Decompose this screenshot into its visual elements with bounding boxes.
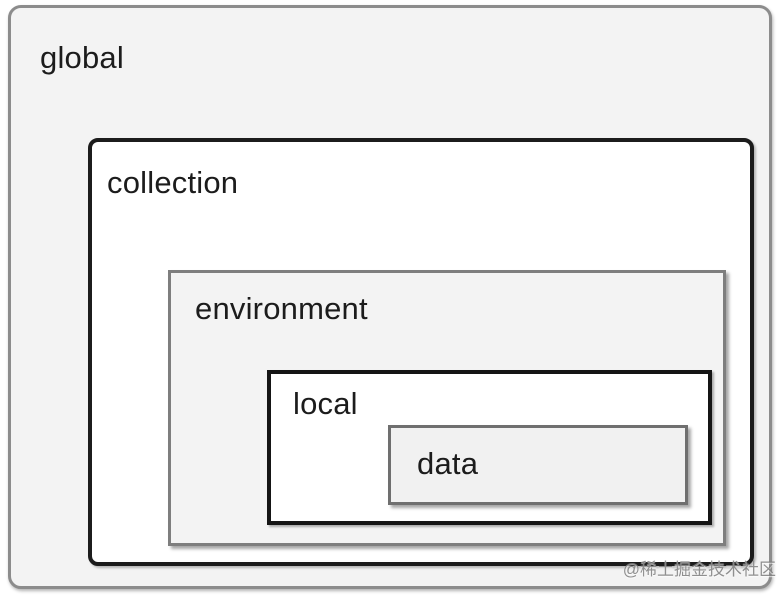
global-scope-box: global collection environment local data bbox=[8, 5, 772, 589]
environment-scope-label: environment bbox=[195, 291, 368, 326]
collection-scope-box: collection environment local data bbox=[88, 138, 754, 566]
data-scope-label: data bbox=[417, 446, 479, 481]
collection-scope-label: collection bbox=[107, 165, 239, 200]
watermark: @稀土掘金技术社区 bbox=[622, 560, 776, 579]
environment-scope-box: environment local data bbox=[168, 270, 726, 546]
data-scope-box: data bbox=[388, 425, 688, 505]
global-scope-label: global bbox=[40, 40, 124, 75]
local-scope-label: local bbox=[293, 386, 358, 421]
local-scope-box: local data bbox=[267, 370, 712, 525]
